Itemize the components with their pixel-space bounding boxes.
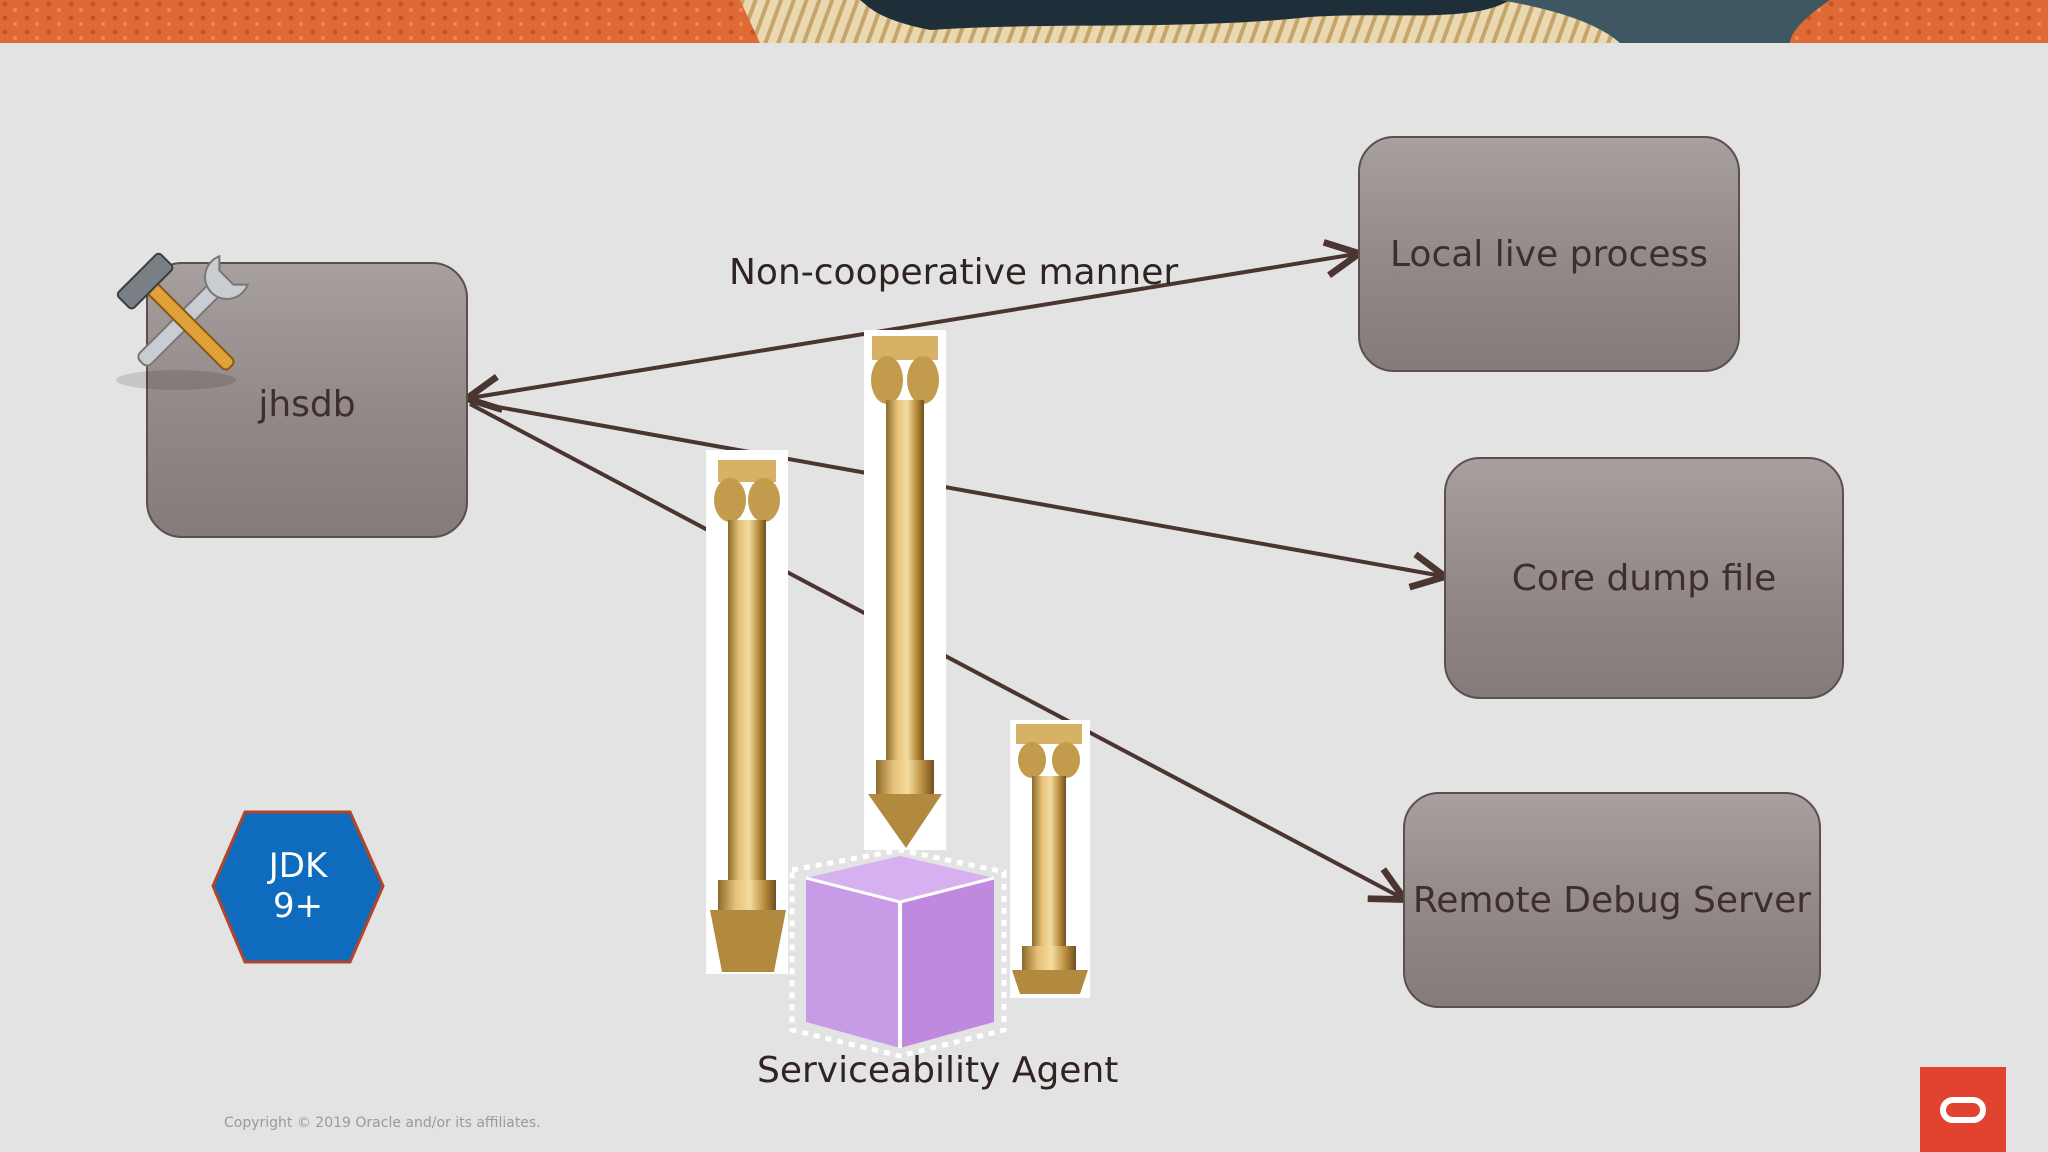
column-icon xyxy=(864,330,946,850)
remote-debug-server-box: Remote Debug Server xyxy=(1403,792,1821,1008)
serviceability-agent-label: Serviceability Agent xyxy=(757,1050,1119,1091)
cube-icon xyxy=(789,847,1007,1059)
column-icon xyxy=(1010,720,1090,998)
jdk-label: JDK xyxy=(268,846,328,886)
oracle-logo-icon xyxy=(1920,1067,2006,1152)
jdk-version-badge: JDK 9+ xyxy=(213,846,383,926)
jdk-hexagon xyxy=(211,810,385,964)
local-live-process-box: Local live process xyxy=(1358,136,1740,372)
copyright-text: Copyright © 2019 Oracle and/or its affil… xyxy=(224,1115,541,1131)
core-dump-file-label: Core dump file xyxy=(1511,557,1777,599)
jdk-version: 9+ xyxy=(272,886,324,926)
edge-label-non-cooperative: Non-cooperative manner xyxy=(729,252,1179,293)
edge-local-live-process xyxy=(470,254,1356,398)
tools-icon xyxy=(116,252,250,390)
jhsdb-label: jhsdb xyxy=(258,383,356,425)
oracle-ring-icon xyxy=(1940,1096,1986,1123)
edge-core-dump-file xyxy=(469,400,1442,576)
core-dump-file-box: Core dump file xyxy=(1444,457,1844,699)
remote-debug-server-label: Remote Debug Server xyxy=(1412,879,1812,921)
column-icon xyxy=(706,450,788,974)
header-banner xyxy=(0,0,2048,43)
local-live-process-label: Local live process xyxy=(1390,233,1708,275)
